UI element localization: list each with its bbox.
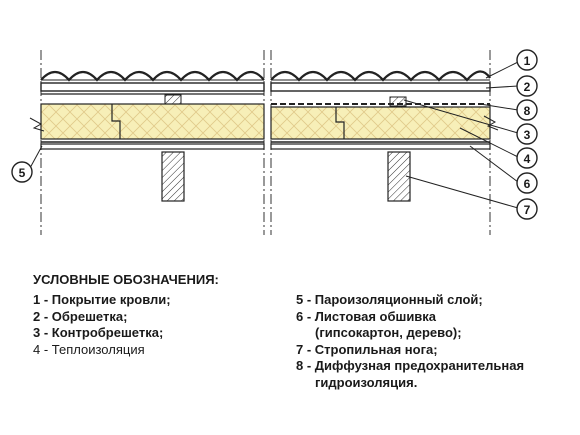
svg-text:7: 7 <box>524 203 531 217</box>
legend-item-8-cont: гидроизоляция. <box>315 374 418 390</box>
callout-2: 2 <box>516 75 538 97</box>
svg-text:2: 2 <box>524 80 531 94</box>
left-section <box>29 70 265 202</box>
svg-text:3: 3 <box>524 128 531 142</box>
leader-lines <box>29 61 519 209</box>
rafter-right <box>387 151 411 202</box>
roof-tiles-left <box>40 70 265 82</box>
legend-item-7: 7 - Стропильная нога; <box>296 341 438 357</box>
counter-batten-left <box>164 94 182 105</box>
legend-item-6-cont: (гипсокартон, дерево); <box>315 325 462 340</box>
batten-layer-left <box>40 82 265 92</box>
legend-title: УСЛОВНЫЕ ОБОЗНАЧЕНИЯ: <box>33 272 219 287</box>
svg-text:6: 6 <box>524 177 531 191</box>
legend-left-column: 1 - Покрытие кровли; 2 - Обрешетка; 3 - … <box>33 292 171 358</box>
svg-text:1: 1 <box>524 54 531 68</box>
lining-left <box>40 143 265 150</box>
lining-right <box>270 143 491 150</box>
batten-layer-right <box>270 82 491 92</box>
svg-text:5: 5 <box>19 166 26 180</box>
insulation-right <box>270 106 491 140</box>
callout-5: 5 <box>11 161 33 183</box>
legend-right-column: 5 - Пароизоляционный слой; 6 - Листовая … <box>296 292 524 391</box>
svg-text:8: 8 <box>524 104 531 118</box>
callout-1: 1 <box>516 49 538 71</box>
counter-batten-right <box>389 96 407 107</box>
callout-4: 4 <box>516 147 538 169</box>
legend-item-5: 5 - Пароизоляционный слой; <box>296 292 483 307</box>
svg-text:4: 4 <box>524 152 531 166</box>
roof-tiles-right <box>270 70 491 82</box>
callout-3: 3 <box>516 123 538 145</box>
insulation-left <box>40 103 265 140</box>
legend-item-1: 1 - Покрытие кровли; <box>33 292 171 307</box>
legend-item-8: 8 - Диффузная предохранительная <box>296 358 525 373</box>
roof-section-diagram: 1 2 8 3 4 6 7 5 <box>11 49 538 235</box>
rafter-left <box>161 151 185 202</box>
legend-item-2: 2 - Обрешетка; <box>33 308 128 324</box>
callout-8: 8 <box>516 99 538 121</box>
legend-item-6: 6 - Листовая обшивка <box>296 308 437 324</box>
legend-item-4: 4 - Теплоизоляция <box>33 341 145 357</box>
callout-6: 6 <box>516 172 538 194</box>
right-section <box>270 70 499 202</box>
callout-7: 7 <box>516 198 538 220</box>
legend-item-3: 3 - Контробрешетка; <box>33 325 164 340</box>
